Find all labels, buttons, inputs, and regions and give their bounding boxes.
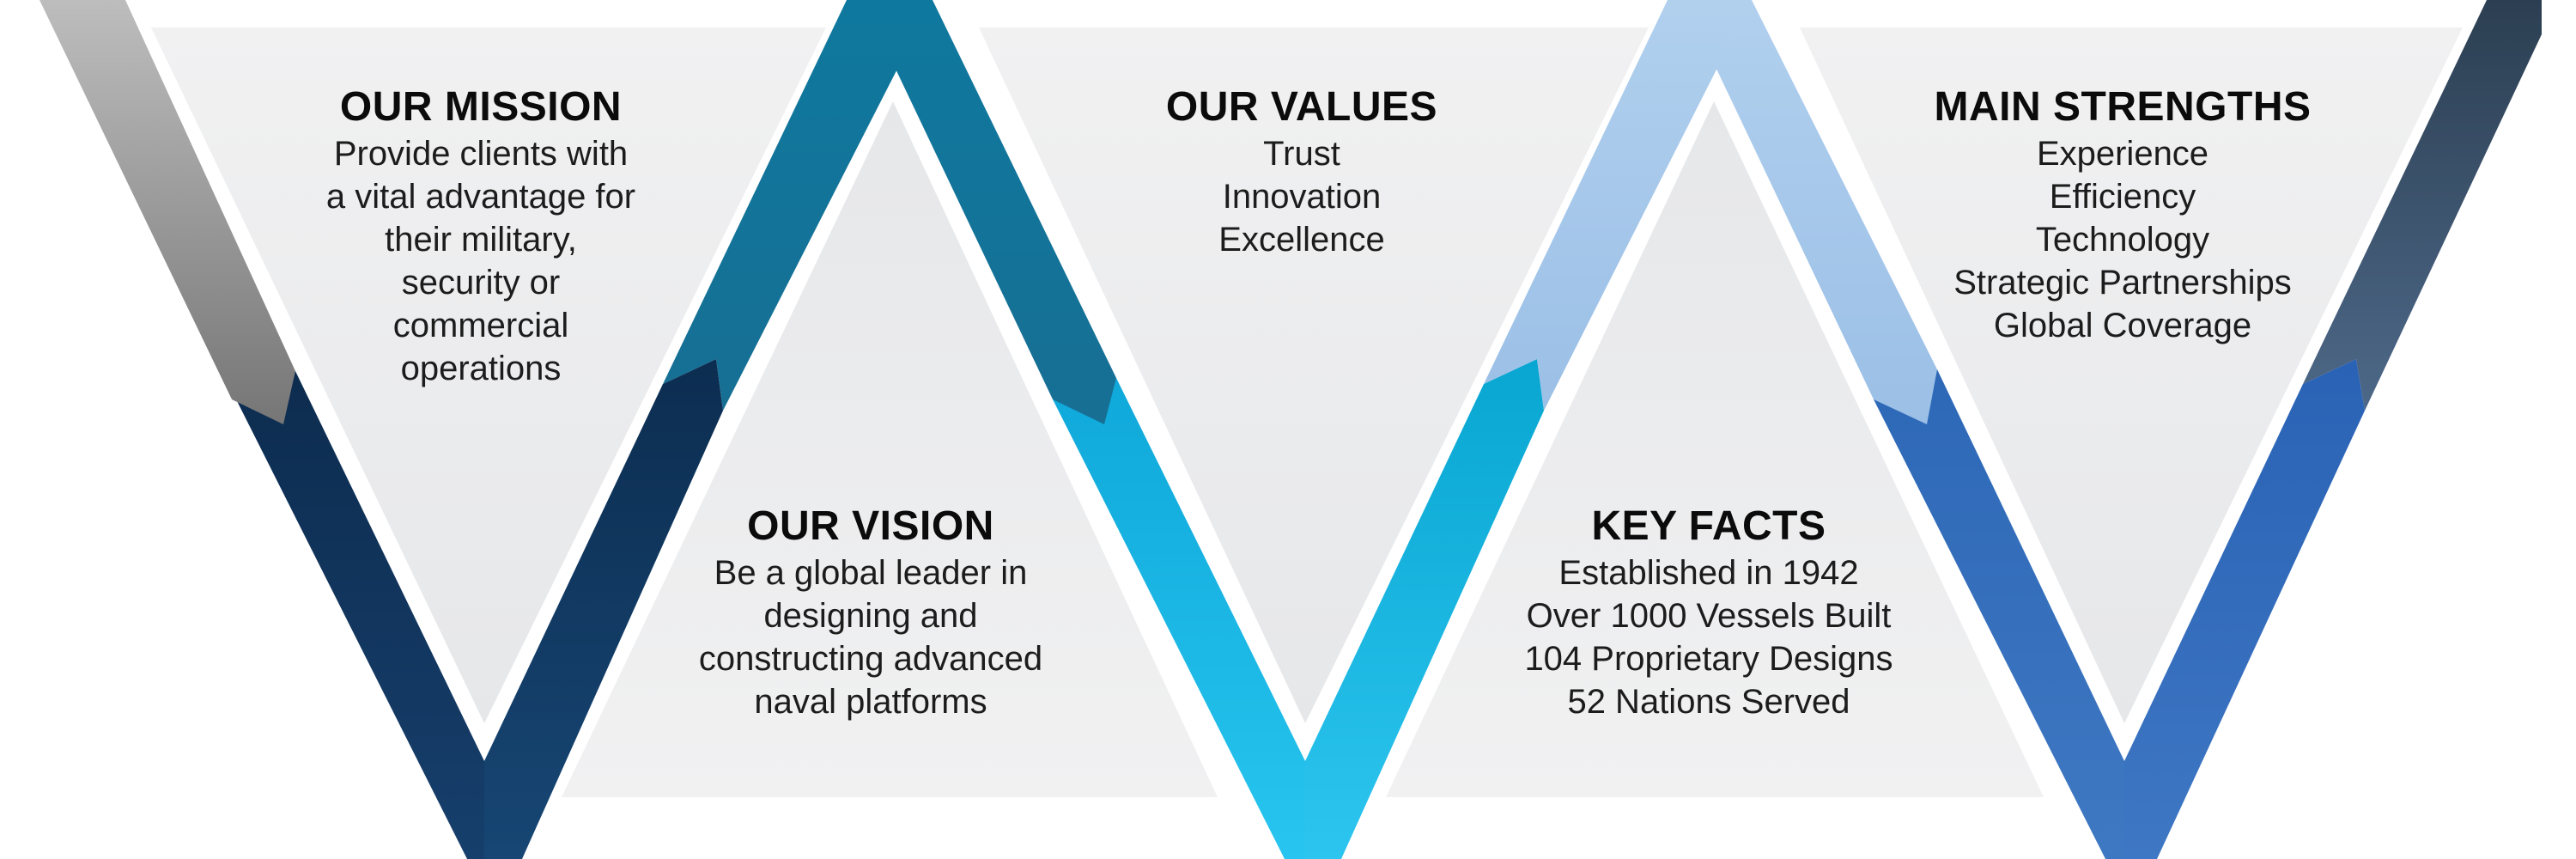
band-cyan-left — [1053, 378, 1305, 859]
vision-line: designing and — [763, 597, 978, 635]
values-title: OUR VALUES — [1165, 84, 1438, 130]
strengths-line: Global Coverage — [1993, 307, 2252, 344]
strengths-line: Strategic Partnerships — [1953, 264, 2292, 302]
band-blue-right — [2124, 359, 2365, 859]
band-teal-left — [663, 0, 933, 411]
facts-line: Established in 1942 — [1558, 554, 1859, 592]
panel-facts — [1386, 101, 2044, 797]
panel-strengths — [1800, 27, 2463, 723]
band-teal-right — [893, 0, 1116, 424]
mission-line: a vital advantage for — [325, 178, 636, 216]
panel-mission — [151, 27, 826, 723]
block-values: OUR VALUES Trust Innovation Excellence — [1061, 82, 1542, 261]
mission-line: Provide clients with — [333, 135, 629, 173]
facts-line: 52 Nations Served — [1567, 683, 1850, 721]
vision-title: OUR VISION — [747, 503, 994, 549]
mission-line: operations — [400, 350, 562, 387]
mission-line: security or — [401, 264, 561, 302]
values-line: Innovation — [1222, 178, 1382, 216]
band-sky-left — [1484, 0, 1752, 411]
vision-line: constructing advanced — [698, 640, 1043, 678]
band-navy-right — [484, 359, 723, 859]
mission-line: commercial — [392, 307, 569, 344]
values-line: Trust — [1263, 135, 1340, 173]
vision-line: Be a global leader in — [714, 554, 1028, 592]
band-grey — [39, 0, 295, 424]
values-line: Excellence — [1218, 221, 1385, 259]
block-key-facts: KEY FACTS Established in 1942 Over 1000 … — [1468, 502, 1949, 723]
facts-title: KEY FACTS — [1591, 503, 1826, 549]
band-sky-right — [1714, 0, 1937, 424]
strengths-title: MAIN STRENGTHS — [1934, 84, 2312, 130]
vision-line: naval platforms — [754, 683, 987, 721]
block-mission: OUR MISSION Provide clients with a vital… — [240, 82, 721, 390]
strengths-line: Technology — [2035, 221, 2210, 259]
mission-title: OUR MISSION — [339, 84, 623, 130]
mission-line: their military, — [385, 221, 577, 259]
band-blue-left — [1874, 369, 2124, 859]
panel-values — [979, 27, 1649, 723]
facts-line: 104 Proprietary Designs — [1524, 640, 1893, 678]
strengths-line: Efficiency — [2049, 178, 2196, 216]
strengths-line: Experience — [2036, 135, 2209, 173]
band-slate — [2303, 0, 2542, 411]
panel-vision — [562, 101, 1218, 797]
block-main-strengths: MAIN STRENGTHS Experience Efficiency Tec… — [1882, 82, 2363, 347]
band-navy-left — [232, 371, 484, 859]
facts-line: Over 1000 Vessels Built — [1526, 597, 1892, 635]
band-cyan-right — [1305, 359, 1544, 859]
block-vision: OUR VISION Be a global leader in designi… — [630, 502, 1111, 723]
